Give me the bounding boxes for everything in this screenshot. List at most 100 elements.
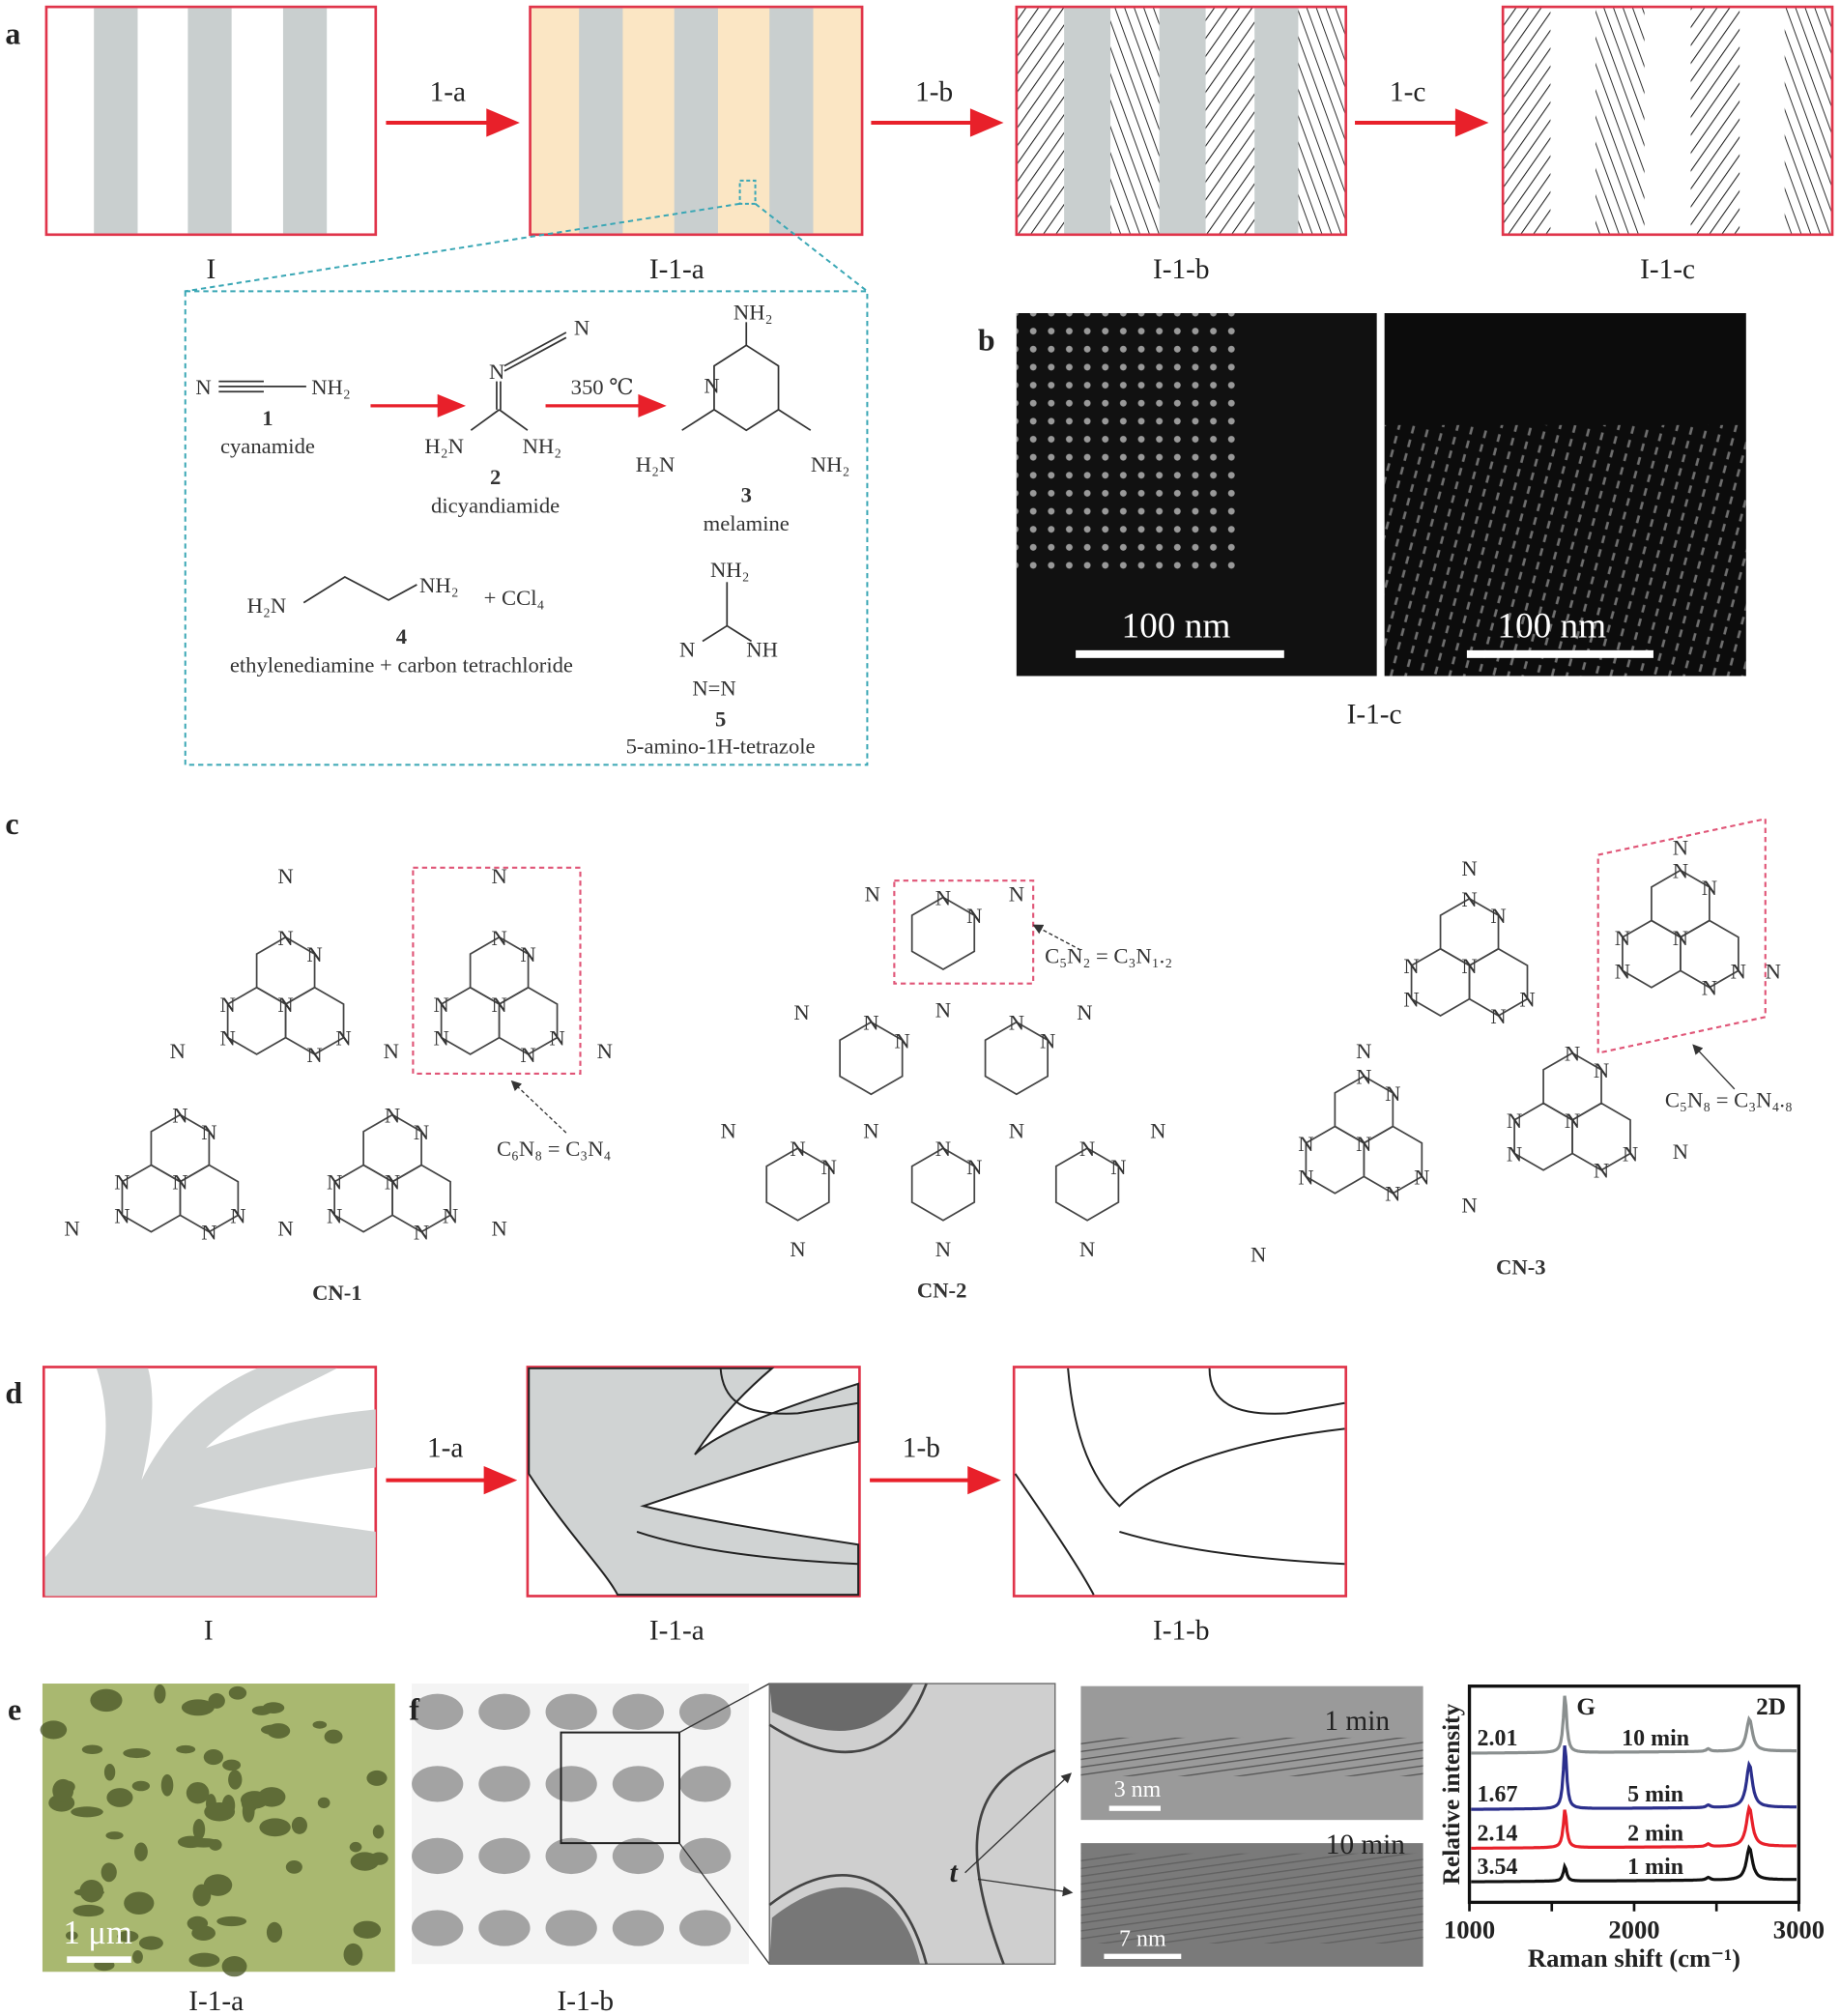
pore [52,1778,74,1802]
gyroid-channel [478,1693,531,1730]
ratio-label: 2.14 [1478,1821,1518,1846]
pore [366,1770,388,1786]
atom-label: N [863,1011,878,1035]
panel-e: 1 μm I-1-a [40,1684,395,2016]
frame-I-1-c [1501,5,1834,237]
gyroid-channel [679,1837,732,1875]
pore [222,1759,242,1771]
series-line-2-min [1471,1803,1797,1851]
pore [192,1818,206,1841]
pore [117,1930,139,1943]
atom-label: N [219,993,235,1017]
atom-label: N [433,993,448,1017]
pore [72,1904,104,1917]
pore [291,1816,307,1834]
pore [261,1724,287,1736]
atom-label: N [1356,1039,1371,1063]
ring-bond [1468,947,1529,1017]
atom-label: N [327,1170,342,1195]
pore [228,1770,243,1790]
atom-label: N [114,1203,129,1227]
pore [132,1949,143,1964]
atom-label: N [327,1203,342,1227]
atom-label: N [195,375,211,399]
pore [228,1685,247,1700]
frame-I-1-a [529,5,864,237]
atom-label: N [1298,1132,1313,1156]
atom-label: H₂N [636,452,676,476]
formula-cn3: C₅N₈ = C₃N₄.₈ [1665,1088,1793,1112]
ring-bond [1680,919,1739,989]
atom-label: N [1766,959,1781,983]
panel-letter-c: c [5,807,18,841]
atom-label: N [414,1120,429,1144]
atom-label: N [1673,1139,1688,1164]
pore [187,1837,219,1848]
compound-number: 2 [490,465,501,489]
atom-label: N [201,1221,216,1245]
frame-d-I [42,1366,378,1598]
gyroid-channel [612,1693,665,1730]
pore [188,1952,220,1968]
thickness-label: t [950,1858,959,1888]
x-axis-label: Raman shift (cm⁻¹) [1528,1944,1740,1973]
atom-label: N [1079,1137,1095,1161]
panel-letter-a: a [5,17,20,51]
atom-label: N [491,993,506,1017]
ring-bond [1363,1125,1423,1195]
panel-d: 1-a 1-b I I-1-a I-1-b [42,1366,1348,1647]
pore [259,1818,291,1837]
atom-label: N [935,997,951,1022]
pore [266,1921,283,1944]
atom-label: NH₂ [523,434,562,458]
pore [204,1801,236,1822]
atom-label: N=N [692,676,735,700]
atom-label: NH₂ [811,452,850,476]
pore [103,1763,116,1781]
atom-label: N [114,1170,129,1195]
atom-label: N [520,942,535,966]
pore [257,1787,286,1807]
atom-label: N [489,360,504,384]
atom-label: N [966,1155,982,1179]
atom-label: NH₂ [311,375,351,399]
ratio-label: 2.01 [1478,1726,1518,1751]
scale-bar [1076,649,1284,658]
gyroid-channel [545,1837,597,1875]
ring-bond [1054,1147,1120,1222]
atom-label: N [1009,1011,1024,1035]
compound-name: 5-amino-1H-tetrazole [626,734,816,758]
pore [124,1891,155,1915]
compound-number: 5 [715,706,726,731]
pore [160,1773,174,1797]
atom-label: N [1702,976,1717,1000]
atom-label: N [821,1155,837,1179]
atom-label: N [335,1026,351,1051]
atom-label: N [1461,887,1477,911]
step-label-I: I [204,1616,214,1647]
atom-label: N [64,1217,79,1241]
scale-bar-label: 3 nm [1114,1777,1162,1802]
arrow-label-1b: 1-b [915,76,953,107]
atom-label: N [1673,926,1688,950]
atom-label: NH [746,638,778,662]
compound-name: dicyandiamide [431,493,560,517]
series-line-5-min [1471,1745,1797,1811]
pore [203,1874,233,1896]
gyroid-channel [612,1910,665,1946]
pore [191,1925,216,1941]
formula-cn1: C₆N₈ = C₃N₄ [497,1137,612,1161]
panel-letter-b: b [978,324,995,358]
pore [353,1920,382,1939]
pore [242,1799,255,1823]
atom-label: N [865,881,880,906]
atom-label: N [172,1170,187,1195]
pore [343,1943,363,1966]
atom-label: N [895,1028,910,1052]
atom-label: N [1594,1159,1609,1183]
pore [79,1880,104,1903]
atom-label: NH₂ [710,558,750,582]
pore [369,1852,388,1865]
panel-f: t 1 min 10 min 3 nm 7 nm I-1-b [412,1683,1423,2016]
atom-label: N [1298,1165,1313,1189]
